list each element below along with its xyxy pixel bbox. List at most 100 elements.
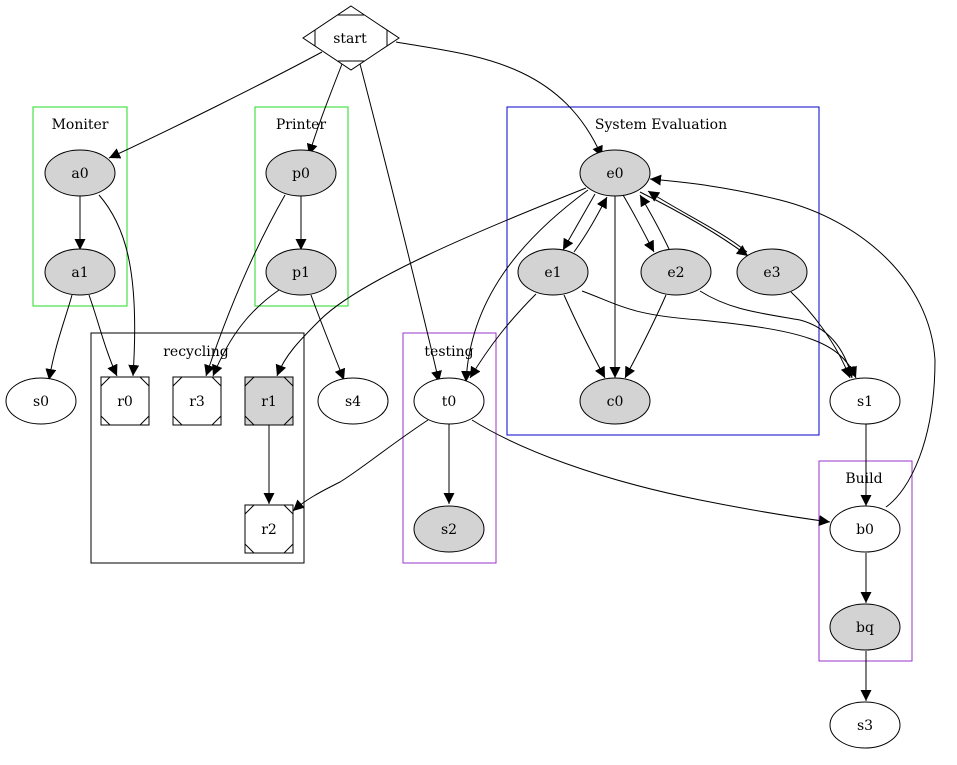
cluster-printer-box: [254, 106, 349, 307]
node-r2[interactable]: r2: [244, 504, 294, 554]
node-s1-label: s1: [857, 394, 873, 410]
node-s2[interactable]: s2: [413, 505, 485, 553]
edge-a1-s0: [45, 294, 73, 381]
node-e2-label: e2: [667, 265, 684, 281]
node-bq[interactable]: bq: [829, 603, 901, 651]
node-p0-label: p0: [292, 166, 310, 182]
node-r3-label: r3: [189, 394, 205, 410]
node-b0-label: b0: [856, 522, 874, 538]
edge-e0-e2: [622, 194, 655, 253]
node-e2[interactable]: e2: [640, 248, 712, 296]
node-r2-shape: [244, 504, 294, 554]
node-s0-label: s0: [33, 394, 49, 410]
edge-e1-t0: [469, 293, 537, 379]
node-e0[interactable]: e0: [579, 149, 651, 197]
edge-p1-s4: [310, 294, 346, 381]
node-p1-label: p1: [292, 265, 310, 281]
node-s4-label: s4: [345, 394, 361, 410]
cluster-build-label: Build: [845, 471, 882, 487]
node-e0-label: e0: [606, 166, 623, 182]
node-s3-shape: [829, 701, 901, 749]
nodes: start a0 a1 p0 p1 e0 e1 e2 e3 c0 s0 r0 r…: [5, 5, 901, 749]
edge-e3-e0: [647, 190, 748, 253]
node-s4[interactable]: s4: [317, 377, 389, 425]
msquare-corner: [283, 504, 294, 515]
node-p0-shape: [265, 149, 337, 197]
edge-e2-c0: [624, 294, 667, 379]
edge-t0-r2: [292, 419, 429, 512]
msquare-corner: [172, 376, 183, 387]
node-s2-shape: [413, 505, 485, 553]
edge-a0-r0: [98, 194, 140, 377]
node-a1[interactable]: a1: [44, 248, 116, 296]
edge-e0-t0: [461, 189, 589, 383]
node-s1[interactable]: s1: [829, 377, 901, 425]
node-p0[interactable]: p0: [265, 149, 337, 197]
node-r0[interactable]: r0: [100, 376, 150, 426]
node-r0-shape: [100, 376, 150, 426]
cluster-printer-label: Printer: [276, 117, 327, 133]
cluster-system-evaluation-label: System Evaluation: [595, 117, 727, 133]
node-p1-shape: [265, 248, 337, 296]
node-s3[interactable]: s3: [829, 701, 901, 749]
node-e3[interactable]: e3: [736, 248, 808, 296]
msquare-corner: [283, 543, 294, 554]
cluster-testing-box: [402, 332, 497, 564]
edge-p1-r3: [212, 289, 280, 377]
node-s4-shape: [317, 377, 389, 425]
node-r1-shape: [244, 376, 294, 426]
node-b0[interactable]: b0: [829, 505, 901, 553]
edges: [45, 41, 936, 701]
node-s3-label: s3: [857, 718, 873, 734]
edge-start-a0: [108, 51, 323, 159]
cluster-recycling-label: recycling: [163, 344, 229, 360]
node-a1-shape: [44, 248, 116, 296]
msquare-corner: [139, 376, 150, 387]
node-e1[interactable]: e1: [517, 248, 589, 296]
edge-e1-s1: [581, 290, 857, 379]
node-r0-label: r0: [117, 394, 133, 410]
node-s1-shape: [829, 377, 901, 425]
node-e3-label: e3: [763, 265, 780, 281]
msquare-corner: [211, 376, 222, 387]
msquare-corner: [172, 415, 183, 426]
cluster-system-evaluation-box: [506, 106, 820, 436]
edge-e1-c0: [563, 294, 606, 379]
node-t0[interactable]: t0: [413, 377, 485, 425]
edge-e2-s1: [699, 290, 855, 379]
node-r3-shape: [172, 376, 222, 426]
msquare-corner: [244, 504, 255, 515]
msquare-corner: [139, 415, 150, 426]
node-bq-shape: [829, 603, 901, 651]
node-e1-label: e1: [544, 265, 561, 281]
node-start[interactable]: start: [302, 5, 400, 71]
node-s0-shape: [5, 377, 77, 425]
cluster-moniter: Moniter: [32, 106, 128, 307]
node-c0-shape: [579, 377, 651, 425]
node-s0[interactable]: s0: [5, 377, 77, 425]
node-r1-label: r1: [261, 394, 277, 410]
msquare-corner: [211, 415, 222, 426]
node-r1[interactable]: r1: [244, 376, 294, 426]
node-e3-shape: [736, 248, 808, 296]
edge-e1-e0: [573, 196, 608, 253]
cluster-recycling-box: [90, 332, 305, 564]
edge-e0-e1: [562, 193, 596, 251]
cluster-printer: Printer: [254, 106, 349, 307]
node-t0-shape: [413, 377, 485, 425]
node-r3[interactable]: r3: [172, 376, 222, 426]
cluster-moniter-box: [32, 106, 128, 307]
node-e2-shape: [640, 248, 712, 296]
edge-t0-b0: [471, 419, 831, 526]
msquare-corner: [283, 376, 294, 387]
edge-e3-s1: [790, 291, 852, 379]
node-c0[interactable]: c0: [579, 377, 651, 425]
msquare-corner: [100, 376, 111, 387]
node-s2-label: s2: [441, 522, 457, 538]
node-r2-label: r2: [261, 522, 277, 538]
edge-p0-r3: [204, 194, 286, 377]
node-t0-label: t0: [442, 394, 457, 410]
edge-start-t0: [359, 63, 442, 383]
node-a0[interactable]: a0: [44, 149, 116, 197]
node-p1[interactable]: p1: [265, 248, 337, 296]
